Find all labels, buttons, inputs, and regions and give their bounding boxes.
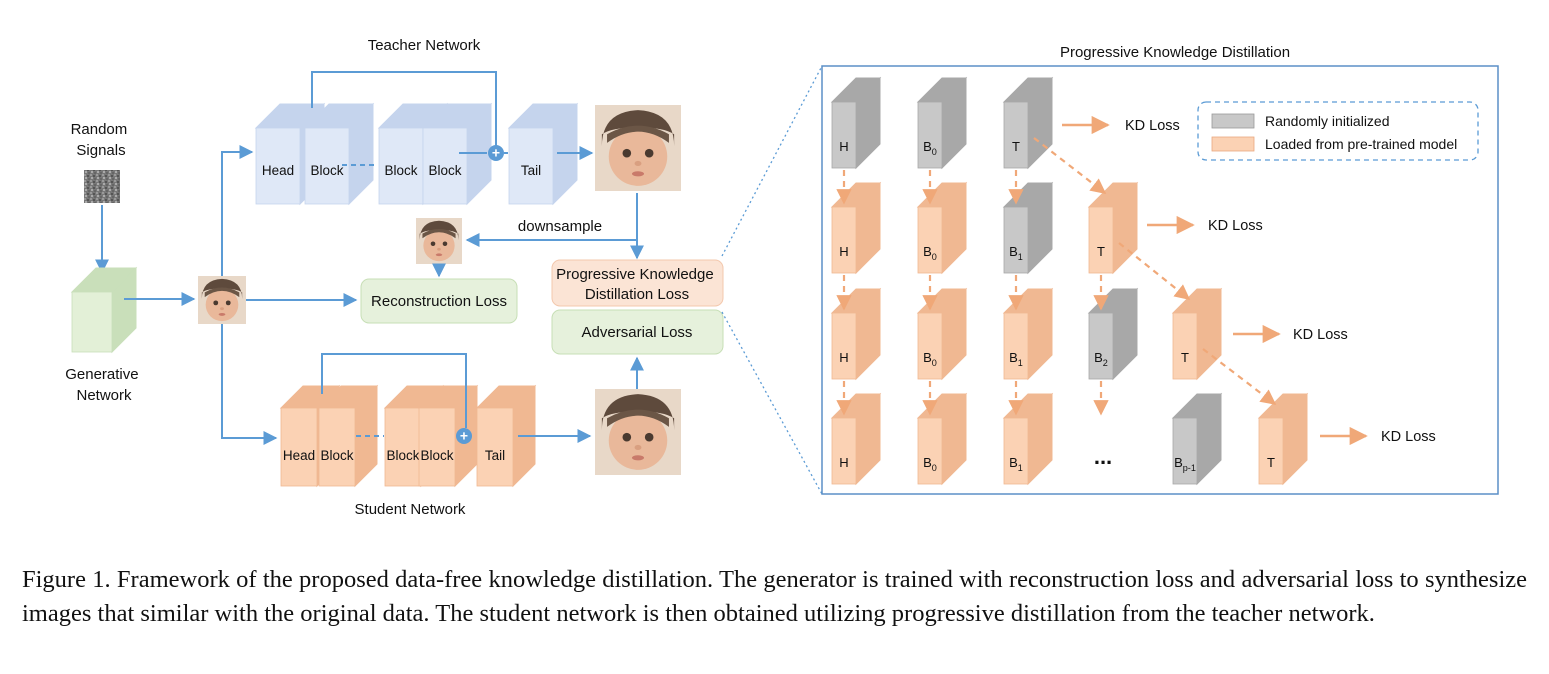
figure-caption: Figure 1. Framework of the proposed data… <box>22 566 1527 627</box>
pkd-label-r1-c3: T <box>1097 244 1105 259</box>
legend-box <box>1197 101 1479 161</box>
downsample-label: downsample <box>518 218 602 235</box>
progressive-loss-box <box>551 259 724 307</box>
reconstruction-loss-label: Reconstruction Loss <box>371 293 507 310</box>
teacher-block-3 <box>421 102 493 206</box>
pkd-title: Progressive Knowledge Distillation <box>1060 44 1290 61</box>
teacher-add-icon <box>488 145 504 161</box>
pkd-cube-r2-c1 <box>916 287 968 381</box>
student-block-label-3: Block <box>420 448 453 463</box>
framework-diagram: Random Signals Generative Network Teache… <box>65 37 1499 518</box>
adversarial-loss-label: Adversarial Loss <box>582 324 693 341</box>
teacher-network: Head Block Block Block Tail <box>254 102 579 206</box>
synthesized-image <box>198 276 246 324</box>
downsampled-image <box>416 218 462 264</box>
pkd-cube-r3-c2 <box>1002 392 1054 486</box>
teacher-block-label-0: Head <box>262 163 294 178</box>
legend-swatch-pretrained <box>1211 136 1255 152</box>
to-student-arrow <box>221 324 278 445</box>
pkd-cube-r3-c0 <box>830 392 882 486</box>
teacher-skip-connection <box>311 71 497 146</box>
kd-loss-label-1: KD Loss <box>1208 218 1263 234</box>
pkd-cube-r3-c1 <box>916 392 968 486</box>
pkd-label-r3-c0: H <box>839 455 848 470</box>
kd-loss-label-2: KD Loss <box>1293 327 1348 343</box>
teacher-block-label-3: Block <box>428 163 461 178</box>
pkd-label-r0-c2: T <box>1012 139 1020 154</box>
teacher-add-symbol: + <box>492 145 500 161</box>
student-output-image <box>595 389 681 475</box>
student-network-title: Student Network <box>355 501 466 518</box>
pkd-label-r1-c0: H <box>839 244 848 259</box>
legend-random-label: Randomly initialized <box>1265 113 1390 129</box>
pkd-cube-r2-c3 <box>1087 287 1139 381</box>
teacher-block-1 <box>303 102 375 206</box>
student-block-label-0: Head <box>283 448 315 463</box>
teacher-block-label-1: Block <box>310 163 343 178</box>
pkd-cube-r0-c1 <box>916 76 968 170</box>
generator-cube <box>70 266 138 354</box>
pkd-cube-r2-c4 <box>1171 287 1223 381</box>
pkd-cube-r0-c0 <box>830 76 882 170</box>
student-block-1 <box>317 384 379 488</box>
pkd-panel <box>821 65 1499 495</box>
pkd-diag-arrow-2 <box>1202 348 1277 405</box>
generative-network-cube <box>70 266 138 354</box>
zoom-line-bottom <box>721 311 823 495</box>
generative-network-label: Generative Network <box>65 366 143 404</box>
student-skip-connection <box>321 353 467 428</box>
pkd-label-r0-c0: H <box>839 139 848 154</box>
random-signals-label: Random Signals <box>71 121 132 159</box>
to-teacher-arrow <box>221 145 254 276</box>
student-block-label-1: Block <box>320 448 353 463</box>
pkd-label-r3-c4: T <box>1267 455 1275 470</box>
progressive-loss-label: Progressive Knowledge Distillation Loss <box>556 266 718 303</box>
pkd-label-r2-c0: H <box>839 350 848 365</box>
pkd-cube-r3-c4 <box>1257 392 1309 486</box>
pkd-cube-r1-c2 <box>1002 181 1054 275</box>
kd-loss-label-0: KD Loss <box>1125 118 1180 134</box>
kd-loss-label-3: KD Loss <box>1381 429 1436 445</box>
student-block-label-2: Block <box>386 448 419 463</box>
pkd-cube-r1-c1 <box>916 181 968 275</box>
pkd-cube-r1-c3 <box>1087 181 1139 275</box>
student-add-icon <box>456 428 472 444</box>
adversarial-loss-box <box>551 309 724 355</box>
pkd-cube-r1-c0 <box>830 181 882 275</box>
teacher-network-title: Teacher Network <box>368 37 481 54</box>
teacher-output-image <box>595 105 681 191</box>
pkd-cube-r2-c0 <box>830 287 882 381</box>
pkd-cube-r0-c2 <box>1002 76 1054 170</box>
teacher-block-label-2: Block <box>384 163 417 178</box>
zoom-line-top <box>721 65 823 257</box>
pkd-cube-r2-c2 <box>1002 287 1054 381</box>
pkd-diag-arrow-1 <box>1118 242 1191 300</box>
teacher-block-label-4: Tail <box>521 163 541 178</box>
pkd-label-r2-c4: T <box>1181 350 1189 365</box>
student-add-symbol: + <box>460 428 468 444</box>
student-block-label-4: Tail <box>485 448 505 463</box>
random-noise-image <box>84 170 120 203</box>
reconstruction-loss-box <box>360 278 518 324</box>
ellipsis-label: ... <box>1094 444 1112 469</box>
pkd-cube-r3-c3 <box>1171 392 1223 486</box>
pkd-diag-arrow-0 <box>1033 137 1107 194</box>
legend-pretrained-label: Loaded from pre-trained model <box>1265 136 1457 152</box>
legend-swatch-random <box>1211 113 1255 129</box>
